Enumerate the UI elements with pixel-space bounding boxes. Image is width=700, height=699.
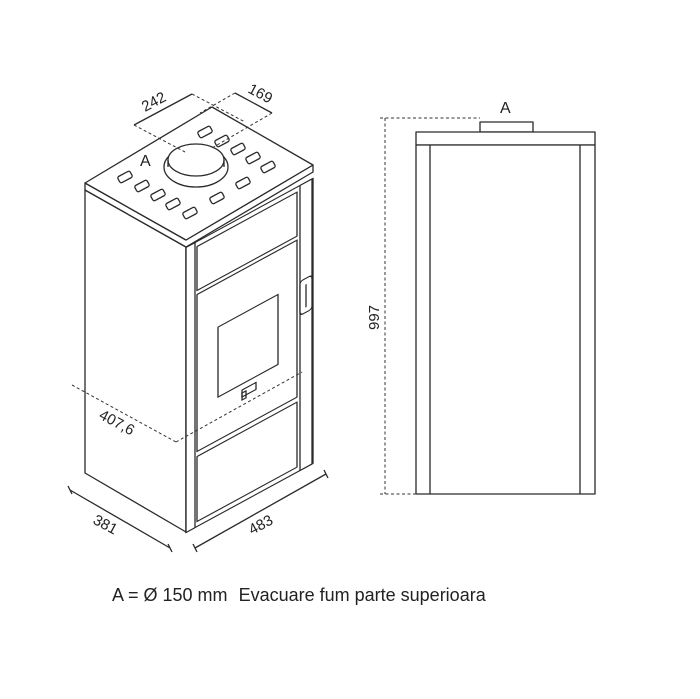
side-body <box>415 144 596 495</box>
dim-483: 483 <box>246 512 276 539</box>
iso-view: A 242 169 407,6 381 483 <box>67 81 329 553</box>
front-face <box>185 177 314 534</box>
side-top-slab <box>415 131 596 146</box>
vent-slot <box>117 170 133 184</box>
vent-slot <box>245 151 261 165</box>
right-pillar <box>299 178 313 472</box>
caption: A = Ø 150 mm Evacuare fum parte superioa… <box>112 585 492 606</box>
dim-line-242 <box>133 93 193 126</box>
vent-slot <box>134 179 150 193</box>
dim-line-169 <box>234 92 273 114</box>
top-panel <box>196 191 298 292</box>
dim-line-483 <box>194 473 327 549</box>
vent-slot <box>260 160 276 174</box>
dim-381: 381 <box>90 512 120 539</box>
side-view: 997 A <box>366 100 596 495</box>
side-flue <box>479 121 534 133</box>
vent-slot <box>209 191 225 205</box>
vent-slot <box>165 197 181 211</box>
dim-242: 242 <box>139 89 169 116</box>
vent-slot <box>235 176 251 190</box>
bottom-panel <box>196 401 298 523</box>
vent-slot <box>197 125 213 139</box>
vent-slot <box>230 142 246 156</box>
vent-slots <box>117 125 276 220</box>
side-face <box>84 189 187 533</box>
flue-outlet <box>163 143 229 188</box>
side-flue-label: A <box>500 100 511 117</box>
dim-line-381 <box>69 489 171 549</box>
vent-slot <box>182 206 198 220</box>
vent-slot <box>150 188 166 202</box>
dim-169: 169 <box>245 81 275 108</box>
left-pillar <box>185 241 196 534</box>
caption-code: A = Ø 150 mm <box>112 585 228 605</box>
flue-label: A <box>140 153 151 170</box>
door-window <box>217 293 279 398</box>
caption-description: Evacuare fum parte superioara <box>238 585 486 605</box>
dim-997: 997 <box>366 305 383 330</box>
